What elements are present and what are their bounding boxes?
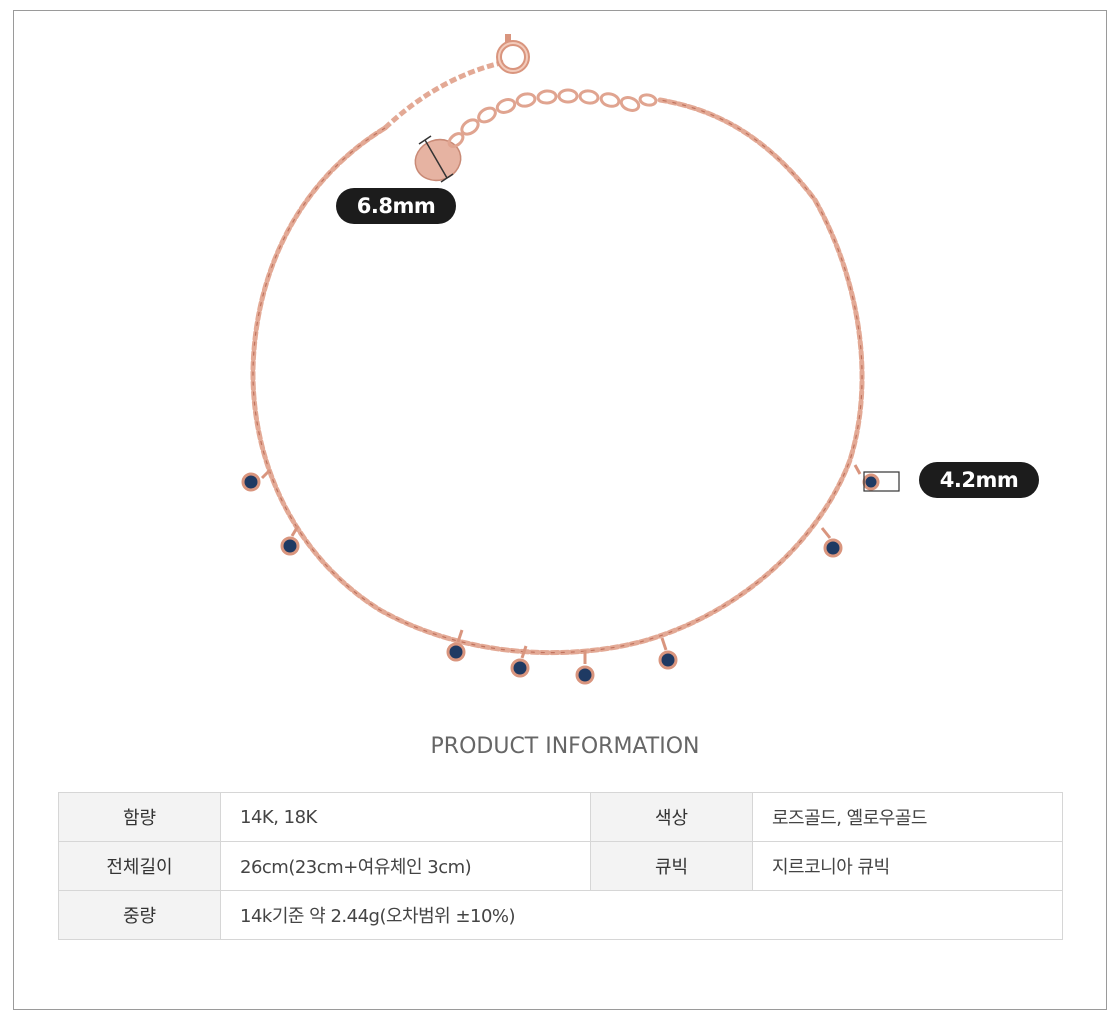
value-color: 로즈골드, 옐로우골드: [752, 792, 1063, 842]
stone-charm: [820, 527, 843, 558]
label-cubic: 큐빅: [590, 841, 753, 891]
stone-size-marker: [863, 471, 900, 492]
label-content: 함량: [58, 792, 221, 842]
table-row: 중량 14k기준 약 2.44g(오차범위 ±10%): [58, 890, 1063, 940]
stone-charms: [241, 464, 880, 685]
bracelet-chain: [250, 97, 865, 656]
stone-charm: [853, 464, 880, 491]
stone-charm: [280, 525, 300, 556]
spring-ring-clasp: [496, 34, 530, 74]
value-length: 26cm(23cm+여유체인 3cm): [220, 841, 591, 891]
table-row: 전체길이 26cm(23cm+여유체인 3cm) 큐빅 지르코니아 큐빅: [58, 841, 1063, 891]
label-color: 색상: [590, 792, 753, 842]
clasp-chain: [383, 59, 506, 130]
label-length: 전체길이: [58, 841, 221, 891]
value-content: 14K, 18K: [220, 792, 591, 842]
stone-charm: [241, 468, 272, 492]
product-info-table: 함량 14K, 18K 색상 로즈골드, 옐로우골드 전체길이 26cm(23c…: [58, 792, 1063, 940]
value-weight: 14k기준 약 2.44g(오차범위 ±10%): [220, 890, 1063, 940]
value-cubic: 지르코니아 큐빅: [752, 841, 1063, 891]
table-row: 함량 14K, 18K 색상 로즈골드, 옐로우골드: [58, 792, 1063, 842]
stone-charm: [575, 650, 595, 685]
extension-chain: [460, 88, 658, 136]
clasp-tag: [414, 132, 465, 183]
stone-charm: [446, 629, 466, 662]
label-weight: 중량: [58, 890, 221, 940]
section-title: PRODUCT INFORMATION: [430, 734, 700, 759]
clasp-size-badge: 6.8mm: [336, 188, 456, 224]
stone-size-badge: 4.2mm: [919, 462, 1039, 498]
stone-charm: [510, 645, 530, 678]
stone-charm: [658, 637, 678, 670]
bracelet-image: [241, 34, 900, 685]
